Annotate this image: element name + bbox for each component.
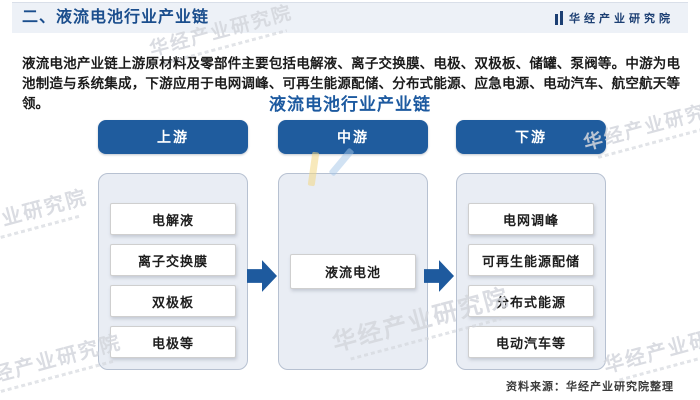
upstream-container: 电解液 离子交换膜 双极板 电极等 bbox=[98, 173, 248, 370]
chain-item: 电解液 bbox=[110, 203, 236, 235]
source-note: 资料来源：华经产业研究院整理 bbox=[506, 381, 674, 393]
brand-bars-icon bbox=[555, 11, 563, 25]
diagram-title: 液流电池行业产业链 bbox=[269, 95, 431, 114]
watermark-text: 华经产业研究院 bbox=[601, 316, 700, 378]
chain-item: 液流电池 bbox=[290, 254, 416, 289]
chain-item: 离子交换膜 bbox=[110, 244, 236, 276]
pill-downstream: 下游 bbox=[456, 120, 606, 154]
pill-midstream: 中游 bbox=[278, 120, 428, 154]
watermark-subtext-line bbox=[0, 214, 82, 252]
watermark-subtext-line bbox=[618, 344, 700, 382]
midstream-container: 液流电池 bbox=[278, 173, 428, 370]
flow-arrow-icon bbox=[424, 260, 454, 292]
watermark-text: 华经产业研究院 bbox=[0, 186, 91, 248]
brand-name: 华经产业研究院 bbox=[569, 13, 674, 25]
brand-logo: 华经产业研究院 bbox=[555, 3, 674, 33]
chain-item: 电网调峰 bbox=[468, 203, 594, 235]
watermark: 华经产业研究院 bbox=[600, 311, 700, 385]
flow-arrow-icon bbox=[247, 260, 277, 292]
page-title: 二、液流电池行业产业链 bbox=[22, 9, 210, 26]
header-band: 二、液流电池行业产业链 华经产业研究院 bbox=[12, 2, 688, 33]
chain-item: 分布式能源 bbox=[468, 285, 594, 317]
chain-item: 电极等 bbox=[110, 326, 236, 358]
watermark-subtext-line bbox=[597, 123, 700, 159]
chain-item: 双极板 bbox=[110, 285, 236, 317]
chain-item: 可再生能源配储 bbox=[468, 244, 594, 276]
downstream-container: 电网调峰 可再生能源配储 分布式能源 电动汽车等 bbox=[456, 173, 606, 370]
watermark-subtext-line bbox=[0, 359, 116, 397]
watermark: 华经产业研究院 bbox=[0, 181, 92, 255]
chain-item: 电动汽车等 bbox=[468, 326, 594, 358]
pill-upstream: 上游 bbox=[98, 120, 248, 154]
